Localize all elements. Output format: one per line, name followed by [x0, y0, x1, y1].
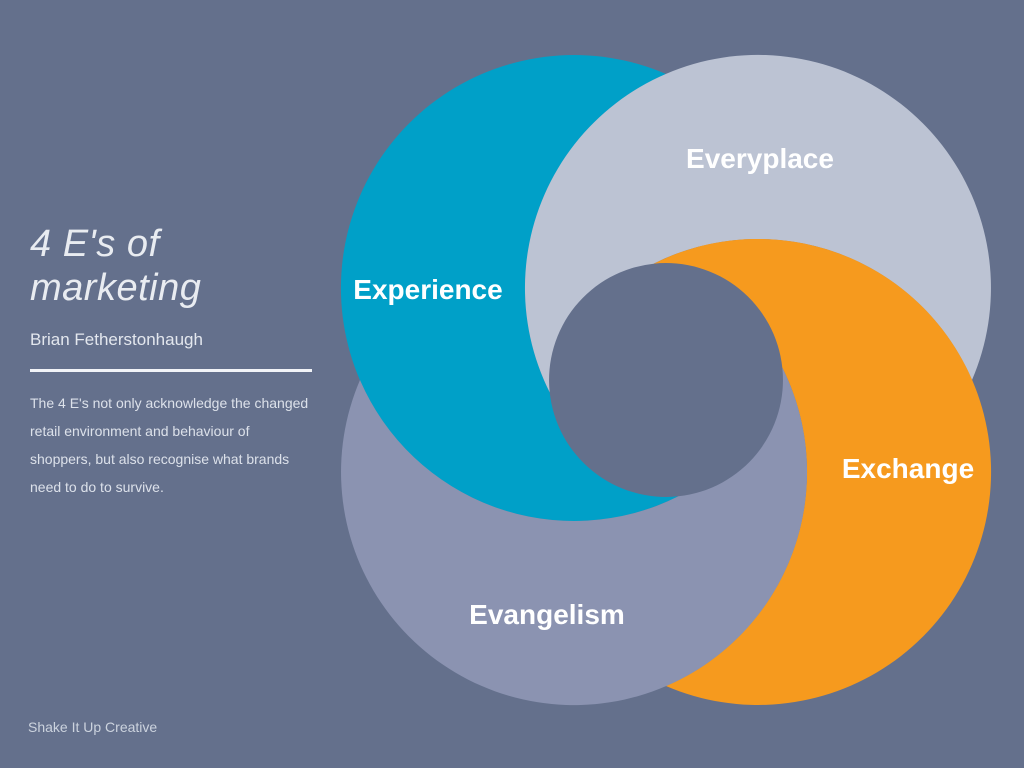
evangelism-label: Evangelism — [469, 599, 625, 630]
page-title: 4 E's of marketing — [30, 223, 202, 309]
experience-swoosh — [340, 55, 679, 522]
left-text-panel: 4 E's of marketing Brian Fetherstonhaugh… — [30, 222, 330, 501]
evangelism-swoosh — [341, 367, 807, 706]
everyplace-label: Everyplace — [686, 143, 834, 174]
exchange-swoosh — [653, 238, 992, 705]
divider-line — [30, 369, 312, 372]
experience-label: Experience — [353, 274, 502, 305]
author-name: Brian Fetherstonhaugh — [30, 330, 203, 349]
everyplace-swoosh — [525, 54, 991, 393]
credit-footer: Shake It Up Creative — [28, 719, 158, 735]
exchange-label: Exchange — [842, 453, 974, 484]
description-text: The 4 E's not only acknowledge the chang… — [30, 395, 309, 495]
